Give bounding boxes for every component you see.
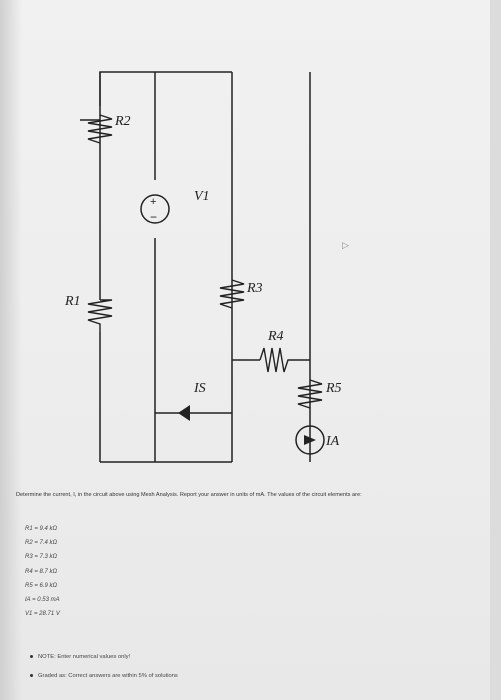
problem-statement: Determine the current, I, in the circuit… — [16, 492, 362, 498]
value-r3: R3 = 7.3 kΩ — [25, 554, 58, 561]
bullet-icon — [30, 654, 33, 658]
note-item: Graded as: Correct answers are within 5%… — [30, 667, 178, 686]
value-ia: IA = 0.53 mA — [25, 596, 60, 603]
page-background — [0, 0, 490, 700]
resistor-r4 — [259, 347, 310, 373]
note-text: Graded as: Correct answers are within 5%… — [38, 673, 178, 679]
label-v1: V1 — [194, 189, 210, 204]
value-r2: R2 = 7.4 kΩ — [25, 540, 58, 547]
circuit-diagram: + − R1 R2 V1 IS R3 R4 R5 IA — [64, 71, 342, 463]
v1-plus-sign: + — [150, 196, 156, 208]
label-ia: IA — [325, 434, 340, 449]
label-r3: R3 — [246, 281, 263, 296]
page-shadow — [0, 0, 22, 700]
value-r4: R4 = 8.7 kΩ — [25, 568, 58, 575]
label-r5: R5 — [325, 381, 342, 396]
notes-list: NOTE: Enter numerical values only! Grade… — [30, 648, 178, 686]
value-r5: R5 = 6.9 kΩ — [25, 582, 58, 589]
page-edge — [490, 0, 501, 700]
current-source-ia — [295, 425, 325, 455]
mouse-cursor-icon: ▷ — [342, 240, 349, 250]
values-list: R1 = 9.4 kΩ R2 = 7.4 kΩ R3 = 7.3 kΩ R4 =… — [25, 522, 60, 621]
resistor-r1 — [87, 299, 113, 332]
label-r2: R2 — [114, 114, 131, 129]
note-text: NOTE: Enter numerical values only! — [38, 654, 131, 660]
label-is: IS — [193, 381, 206, 396]
ia-arrow-icon — [304, 435, 316, 445]
resistor-r3 — [219, 279, 245, 309]
value-v1: V1 = 28.71 V — [25, 611, 60, 618]
voltage-source-v1 — [140, 194, 170, 224]
resistor-r5 — [297, 379, 323, 409]
note-item: NOTE: Enter numerical values only! — [30, 648, 178, 667]
value-r1: R1 = 9.4 kΩ — [25, 526, 58, 532]
v1-minus-sign: − — [150, 210, 157, 224]
bullet-icon — [30, 673, 33, 677]
label-r4: R4 — [267, 329, 284, 344]
label-r1: R1 — [64, 294, 81, 309]
